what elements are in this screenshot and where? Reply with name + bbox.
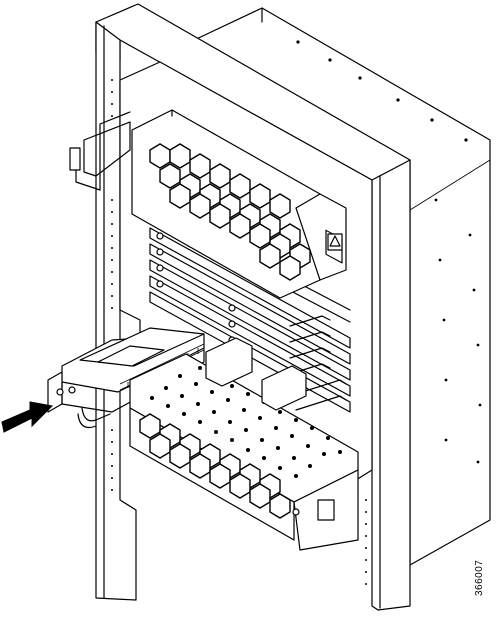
upper-fan-tray	[131, 109, 347, 299]
side-panel-rivets	[296, 40, 482, 464]
lower-hex-grille	[139, 413, 291, 519]
power-modules	[205, 337, 307, 411]
upper-handle	[69, 111, 131, 191]
lower-fan-tray	[129, 353, 359, 551]
upper-hex-grille	[149, 143, 311, 281]
insert-direction-arrow-icon	[1, 401, 54, 433]
rack-frame	[95, 3, 411, 611]
card-slots	[149, 227, 351, 413]
warning-label-icon	[327, 233, 343, 251]
figure-id-label: 366007	[474, 559, 485, 596]
rack-holes-left	[111, 79, 113, 491]
line-card-inserting	[47, 327, 205, 429]
